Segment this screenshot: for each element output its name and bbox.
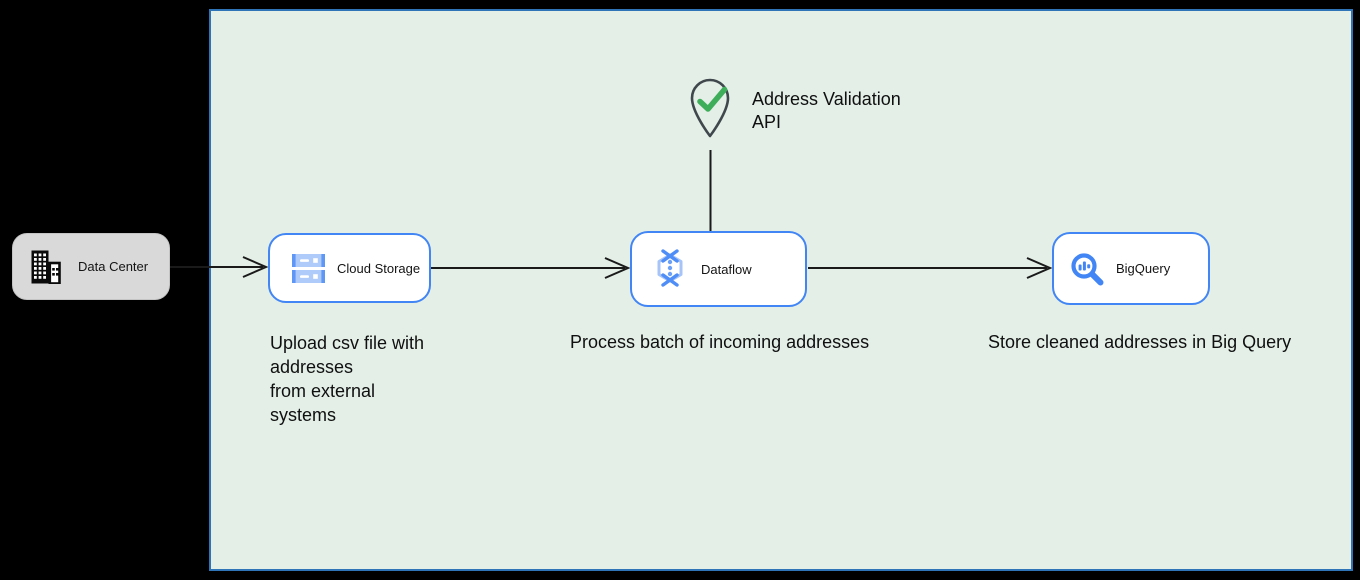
node-cloud-storage[interactable]: Cloud Storage [268,233,431,303]
bigquery-icon [1071,252,1104,285]
cloud-storage-icon [292,253,325,283]
caption-process-batch: Process batch of incoming addresses [570,332,870,352]
caption-upload-csv: Upload csv file with addresses from exte… [270,333,425,425]
node-label-data-center: Data Center [78,259,149,274]
node-label-cloud-storage: Cloud Storage [337,260,421,276]
node-data-center[interactable]: Data Center [12,233,170,300]
node-dataflow[interactable]: Dataflow [630,231,807,307]
node-label-bigquery: BigQuery [1116,261,1171,276]
node-label-dataflow: Dataflow [701,261,752,277]
caption-store-cleaned: Store cleaned addresses in Big Query [988,332,1292,352]
dataflow-icon [657,249,683,287]
node-bigquery[interactable]: BigQuery [1052,232,1210,305]
api-label: Address Validation API [752,89,901,132]
building-icon [31,250,61,284]
location-pin-check-icon [685,76,735,145]
